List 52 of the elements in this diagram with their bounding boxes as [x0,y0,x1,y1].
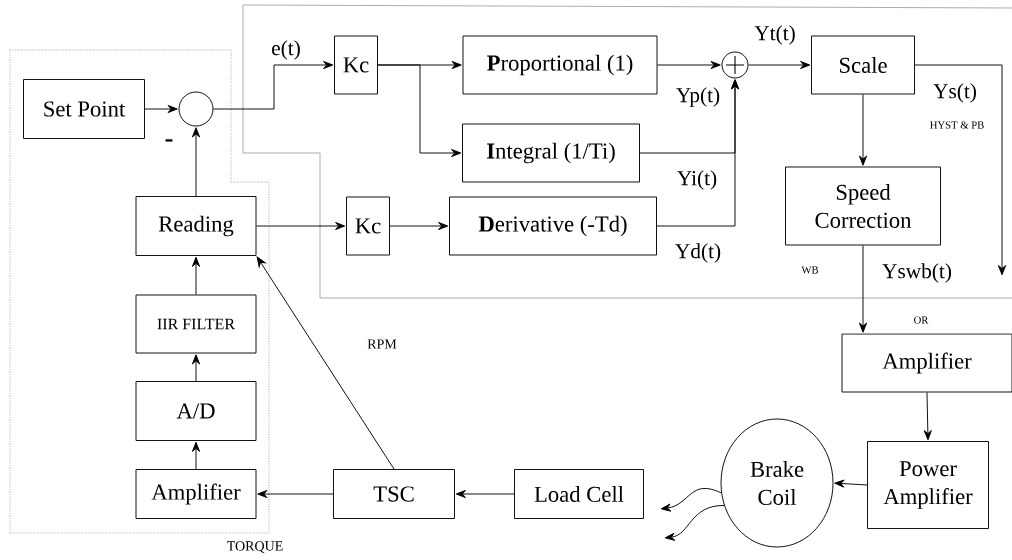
arrow [213,60,334,110]
arrow [191,441,201,470]
process-box: Proportional (1) [462,35,658,95]
signal-label: Yd(t) [675,243,721,263]
output-arrow [914,64,1007,276]
process-box: Load Cell [514,469,644,519]
process-box: Reading [135,196,257,256]
arrow [657,60,721,70]
process-box: Scale [811,35,915,95]
process-box: Derivative (-Td) [449,196,657,256]
process-box: Speed Correction [785,166,941,246]
arrow [455,489,515,499]
signal-label: Ys(t) [933,83,976,103]
minus-sign: - [165,139,173,142]
signal-label: Yi(t) [677,170,717,190]
arrow [191,256,201,295]
arrow [923,392,932,441]
arrow [389,221,449,231]
annotation-label: WB [801,266,819,274]
process-box: Amplifier [841,333,1012,393]
arrow [191,354,201,382]
signal-label: Yt(t) [754,25,795,45]
arrow [858,94,868,166]
annotation-label: HYST & PB [930,121,984,129]
arrow [858,245,868,333]
signal-label: Yswb(t) [882,263,952,283]
process-box: Set Point [23,79,145,139]
arrow [656,79,740,227]
signal-label: Yp(t) [676,87,720,107]
process-box: TSC [333,469,455,519]
arrow [256,221,346,231]
process-box: Amplifier [135,469,257,519]
summing-junction [178,91,214,127]
arrow [834,479,868,488]
annotation-label: RPM [367,339,397,349]
arrow [256,256,395,470]
process-box: A/D [135,381,257,441]
arrow [191,127,201,197]
process-box: Integral (1/Ti) [462,123,640,183]
process-box: Power Amplifier [867,441,989,529]
annotation-label: OR [914,316,929,324]
wavy-arrow [664,505,725,541]
arrow [257,489,334,499]
process-box: IIR FILTER [135,294,257,354]
process-box: Kc [334,35,378,95]
arrow [748,60,811,70]
signal-label: e(t) [272,40,300,60]
arrow [377,64,462,158]
wavy-arrow [660,488,722,512]
process-box: Kc [346,196,390,256]
arrow [144,104,178,114]
annotation-label: TORQUE [227,541,283,553]
